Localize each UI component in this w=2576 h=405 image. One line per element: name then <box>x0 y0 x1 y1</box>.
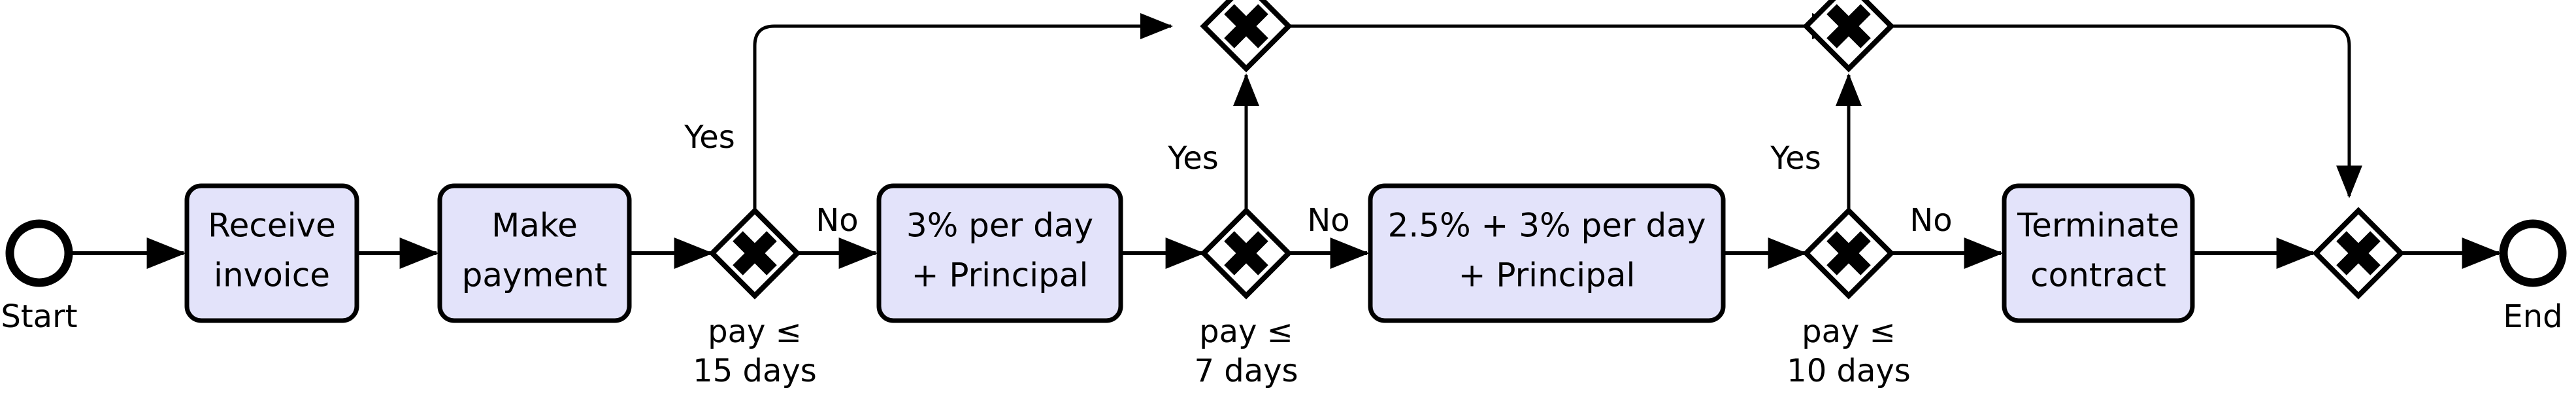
gateway-pay-7-days-no-label: No <box>1307 202 1349 239</box>
gateway-pay-10-days-condition-line2: 10 days <box>1787 353 1911 389</box>
task-penalty-25-3-percent-box[interactable] <box>1368 183 1726 323</box>
gateway-pay-15-days-no-label: No <box>816 202 858 239</box>
task-penalty-3-percent-label-line2: + Principal <box>912 256 1089 294</box>
gateway-merge-3[interactable] <box>2312 207 2405 300</box>
exclusive-x-icon <box>1224 4 1268 48</box>
end-event-circle[interactable] <box>2499 219 2567 287</box>
gateway-pay-15-days-condition-line2: 15 days <box>693 353 817 389</box>
task-receive-invoice[interactable]: Receive invoice <box>184 183 359 323</box>
start-event-circle[interactable] <box>5 219 73 287</box>
gateway-pay-7-days-condition-line2: 7 days <box>1194 353 1298 389</box>
gateway-merge-1[interactable] <box>1200 0 1293 73</box>
gateway-pay-10-days-yes-label: Yes <box>1770 140 1821 177</box>
task-penalty-3-percent-box[interactable] <box>876 183 1123 323</box>
task-make-payment-label-line2: payment <box>462 256 608 294</box>
gateway-pay-10-days-no-label: No <box>1909 202 1952 239</box>
flow-merge2-to-merge3 <box>1891 24 2362 199</box>
sequence-flows <box>71 13 2502 269</box>
task-receive-invoice-box[interactable] <box>184 183 359 323</box>
gateway-merge-2[interactable] <box>1802 0 1895 73</box>
task-make-payment-box[interactable] <box>437 183 632 323</box>
gateway-pay-10-days[interactable]: Yes No pay ≤ 10 days <box>1770 140 1952 389</box>
task-terminate-contract-label-line2: contract <box>2030 256 2166 294</box>
exclusive-x-icon <box>2336 231 2381 275</box>
task-penalty-25-3-percent-label-line2: + Principal <box>1459 256 1636 294</box>
gateway-pay-15-days-yes-label: Yes <box>684 119 735 156</box>
gateway-pay-10-days-condition-line1: pay ≤ <box>1802 313 1896 350</box>
gateway-pay-7-days[interactable]: Yes No pay ≤ 7 days <box>1167 140 1349 389</box>
task-make-payment-label-line1: Make <box>491 207 578 245</box>
end-event-label: End <box>2503 298 2562 335</box>
start-event[interactable]: Start <box>1 219 78 335</box>
end-event[interactable]: End <box>2499 219 2567 335</box>
task-make-payment[interactable]: Make payment <box>437 183 632 323</box>
task-terminate-contract-box[interactable] <box>2002 183 2195 323</box>
flow-gw15-yes-to-merge1 <box>753 13 1174 211</box>
task-penalty-25-3-percent-label-line1: 2.5% + 3% per day <box>1388 207 1706 245</box>
task-receive-invoice-label-line2: invoice <box>214 256 330 294</box>
exclusive-x-icon <box>1826 231 1871 275</box>
task-terminate-contract[interactable]: Terminate contract <box>2002 183 2195 323</box>
exclusive-x-icon <box>1224 231 1268 275</box>
gateway-pay-15-days-condition-line1: pay ≤ <box>708 313 802 350</box>
gateway-pay-7-days-yes-label: Yes <box>1167 140 1218 177</box>
gateway-pay-7-days-condition-line1: pay ≤ <box>1199 313 1293 350</box>
exclusive-x-icon <box>1826 4 1871 48</box>
task-terminate-contract-label-line1: Terminate <box>2017 207 2179 245</box>
task-penalty-3-percent[interactable]: 3% per day + Principal <box>876 183 1123 323</box>
task-penalty-25-3-percent[interactable]: 2.5% + 3% per day + Principal <box>1368 183 1726 323</box>
gateway-pay-15-days[interactable]: Yes No pay ≤ 15 days <box>684 119 858 389</box>
exclusive-x-icon <box>733 231 777 275</box>
start-event-label: Start <box>1 298 77 335</box>
task-penalty-3-percent-label-line1: 3% per day <box>906 207 1093 245</box>
task-receive-invoice-label-line1: Receive <box>208 207 336 245</box>
